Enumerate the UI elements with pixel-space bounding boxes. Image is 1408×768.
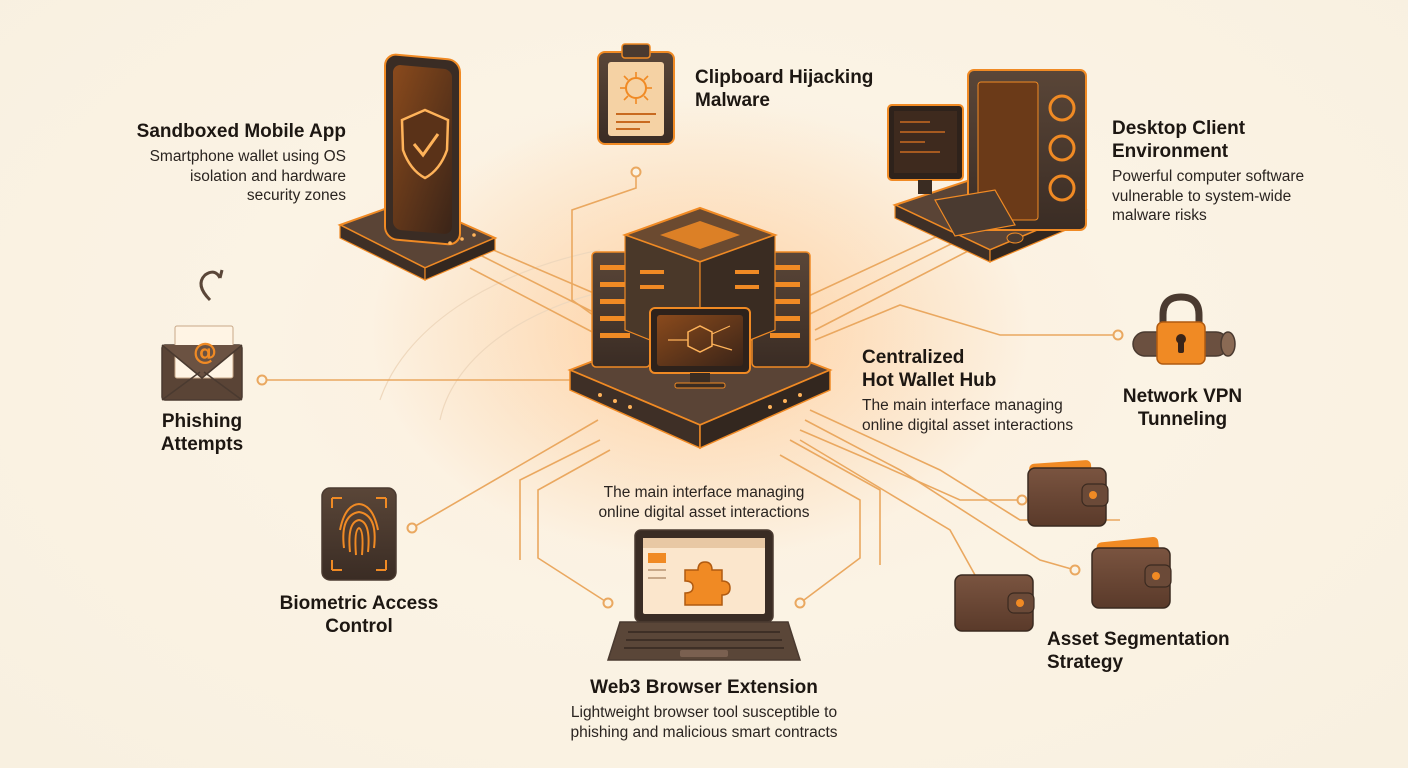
connector-wallet-2 (804, 419, 1076, 571)
hub-label: Centralized Hot Wallet Hub The main inte… (862, 346, 1112, 435)
laptop-icon (606, 529, 802, 661)
connector-clipboard (571, 172, 637, 321)
connector-web3-left-1 (537, 449, 611, 604)
desktop-title-line2: Environment (1112, 141, 1229, 162)
connector-web3-right-1 (779, 454, 861, 604)
phishing-envelope-icon (161, 269, 243, 401)
wallet-icon-bottom (954, 574, 1035, 632)
web3-label: Web3 Browser Extension Lightweight brows… (534, 676, 874, 742)
connector-desktop-2 (807, 241, 956, 316)
desktop-title-line1: Desktop Client (1112, 118, 1246, 139)
vpn-title-line1: Network VPN (1122, 386, 1243, 407)
connector-vpn (814, 304, 1118, 341)
desktop-label: Desktop Client Environment Powerful comp… (1112, 117, 1352, 226)
hot-wallet-hub-icon (567, 206, 833, 450)
arc-decoration (439, 289, 611, 421)
vpn-label: Network VPN Tunneling (1100, 385, 1265, 431)
mobile-title: Sandboxed Mobile App (136, 121, 346, 142)
vpn-lock-icon (1132, 293, 1236, 365)
biometric-title-line2: Control (325, 616, 393, 637)
biometric-label: Biometric Access Control (270, 592, 448, 638)
at-sign-glyph: @ (193, 338, 217, 366)
center-note: The main interface managing online digit… (564, 483, 844, 522)
phishing-label: Phishing Attempts (132, 410, 272, 456)
connector-mobile-3 (469, 267, 601, 337)
hub-title-line1: Centralized (862, 347, 965, 368)
arc-decoration (379, 249, 601, 401)
web3-title: Web3 Browser Extension (590, 677, 818, 698)
connector-desktop-1 (799, 234, 941, 301)
smartphone-icon (337, 53, 498, 281)
desktop-description: Powerful computer software vulnerable to… (1112, 168, 1305, 224)
center-note-text: The main interface managing online digit… (598, 484, 810, 521)
fingerprint-icon (321, 487, 397, 581)
segmentation-title-line1: Asset Segmentation (1047, 629, 1230, 650)
hub-title-line2: Hot Wallet Hub (862, 370, 997, 391)
clipboard-title-line1: Clipboard Hijacking (695, 67, 874, 88)
clipboard-label: Clipboard Hijacking Malware (695, 66, 915, 112)
connector-dots (256, 166, 1124, 609)
segmentation-label: Asset Segmentation Strategy (1047, 628, 1267, 674)
clipboard-icon (597, 43, 675, 145)
wallet-icon-middle (1091, 536, 1172, 609)
connector-wallet-3 (799, 439, 976, 576)
vpn-title-line2: Tunneling (1137, 409, 1228, 430)
desktop-computer-icon (887, 69, 1088, 263)
hub-description: The main interface managing online digit… (862, 397, 1074, 434)
web3-description: Lightweight browser tool susceptible to … (570, 704, 838, 741)
phishing-title-line1: Phishing (161, 411, 243, 432)
mobile-label: Sandboxed Mobile App Smartphone wallet u… (88, 120, 346, 206)
connector-web3-right-2 (789, 439, 881, 565)
connector-mobile-2 (479, 254, 606, 319)
segmentation-title-line2: Strategy (1047, 652, 1124, 673)
connector-biometric (411, 419, 599, 529)
biometric-title-line1: Biometric Access (279, 593, 439, 614)
connector-desktop-3 (814, 249, 971, 331)
wallet-icon-top (1027, 460, 1109, 527)
connector-lines (262, 172, 1120, 604)
connector-web3-left-2 (519, 439, 601, 560)
phishing-title-line2: Attempts (160, 434, 244, 455)
mobile-description: Smartphone wallet using OS isolation and… (149, 148, 346, 204)
clipboard-title-line2: Malware (695, 90, 770, 111)
